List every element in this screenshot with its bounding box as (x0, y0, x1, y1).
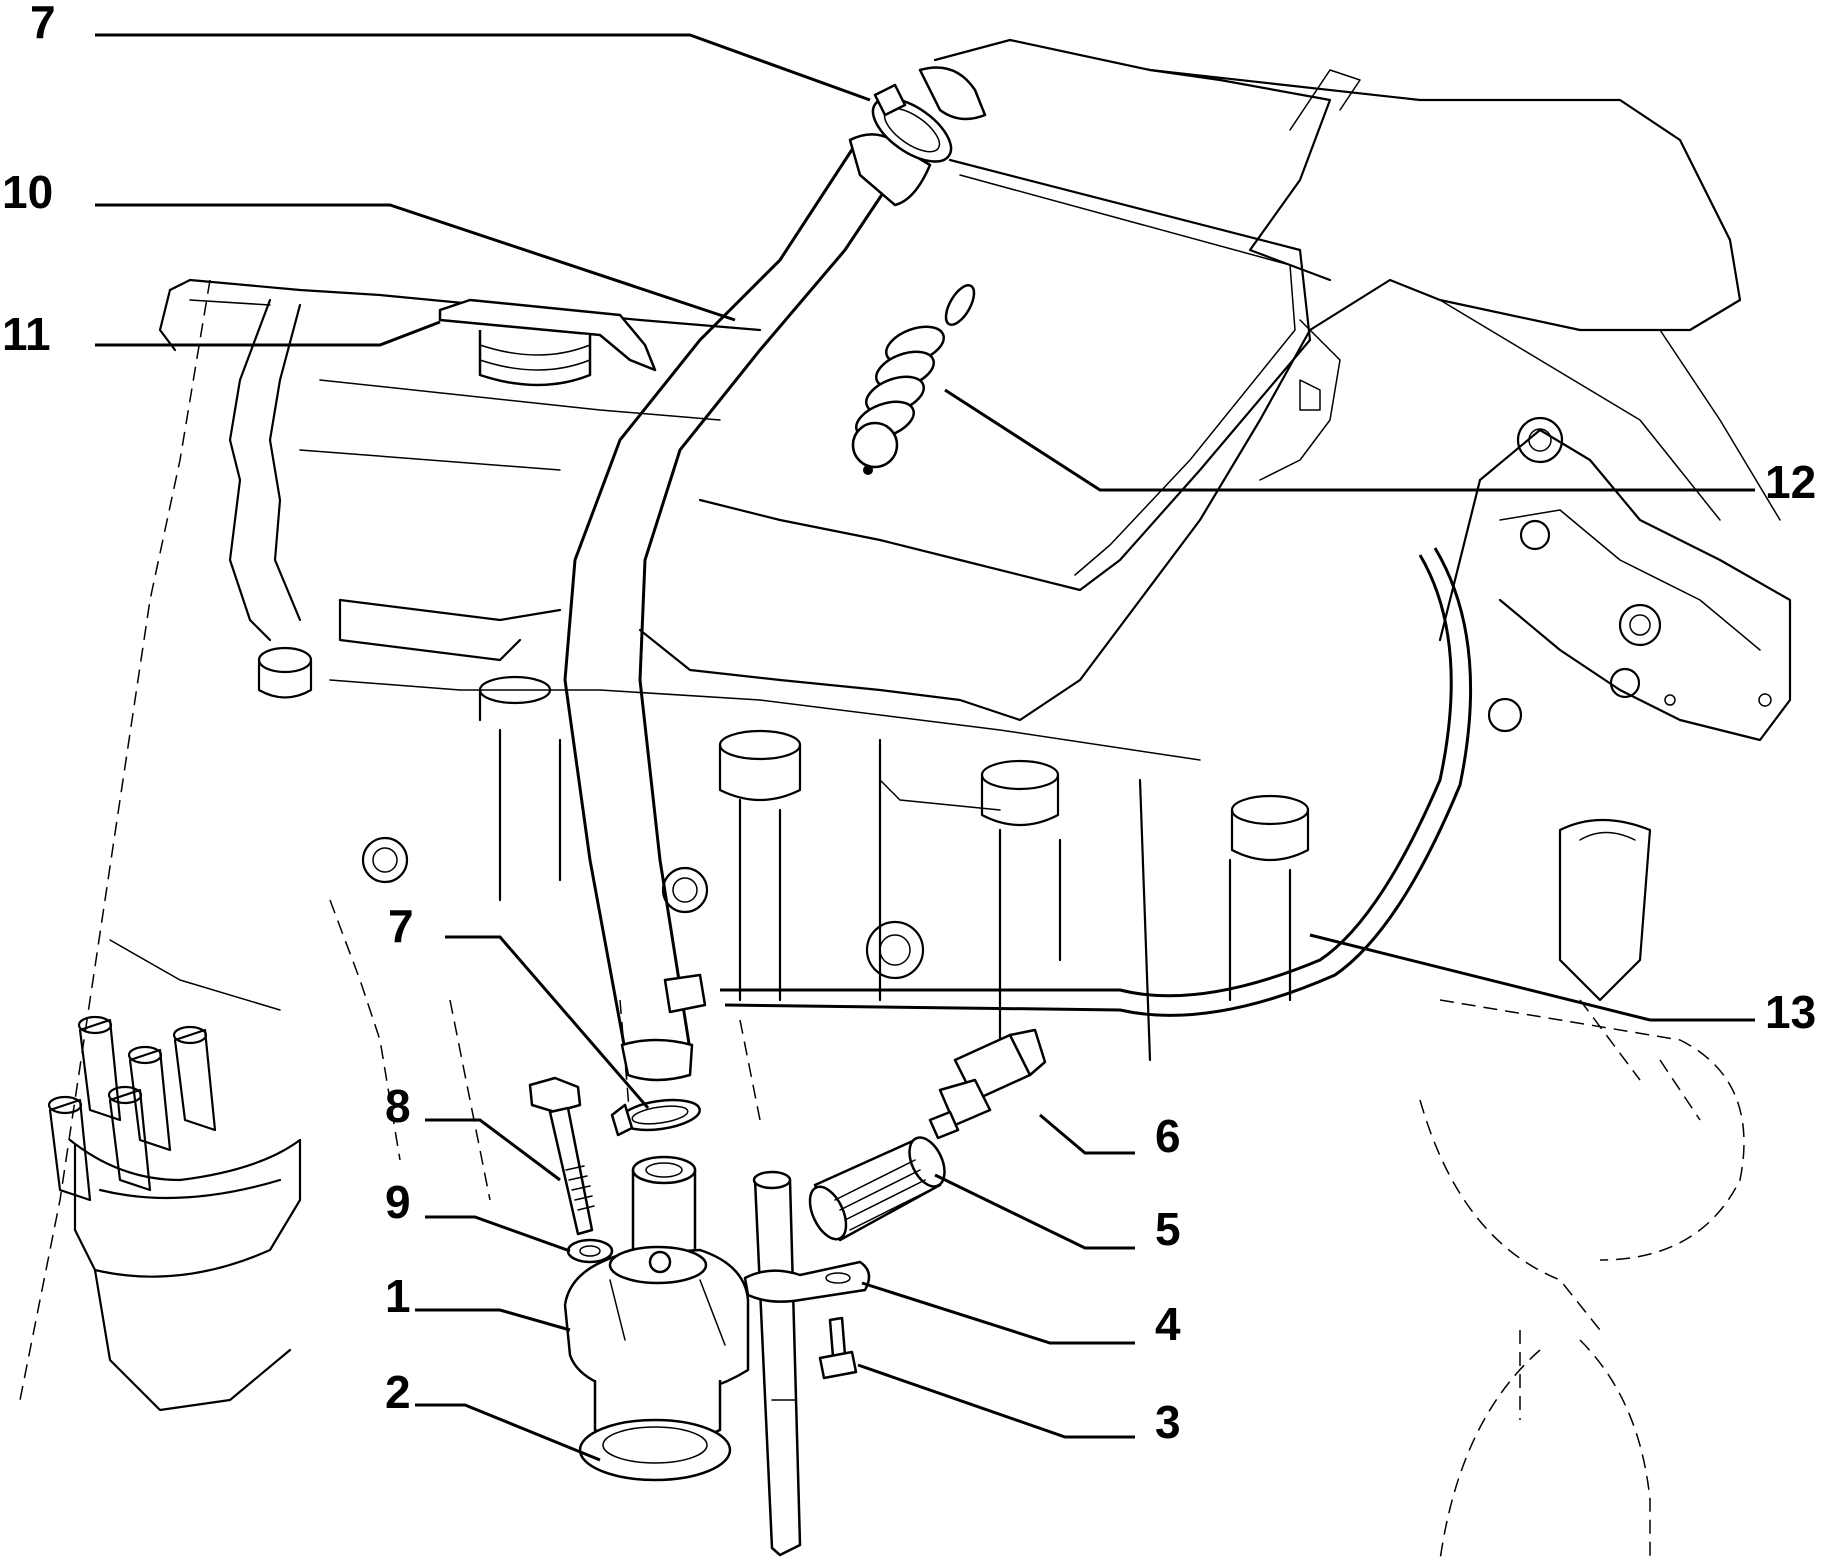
leader-11 (95, 320, 441, 347)
leader-10 (95, 203, 736, 322)
distributor-cap-tower (172, 1025, 217, 1132)
leader-4 (861, 1281, 1135, 1345)
leader-7-top (95, 33, 871, 102)
callout-4: 4 (1155, 1298, 1181, 1350)
filter-element (808, 1136, 946, 1242)
vacuum-hose (663, 547, 1473, 1017)
leader-6 (1039, 1113, 1135, 1155)
engine-block-outline (19, 38, 1792, 1561)
callout-13: 13 (1765, 986, 1816, 1038)
callout-6: 6 (1155, 1110, 1181, 1162)
callout-3: 3 (1155, 1396, 1181, 1448)
leader-3 (857, 1363, 1135, 1439)
callout-2: 2 (385, 1366, 411, 1418)
leader-1 (415, 1308, 571, 1332)
callout-12: 12 (1765, 456, 1816, 508)
leader-8 (425, 1118, 561, 1182)
callout-8: 8 (385, 1080, 411, 1132)
leader-13 (1309, 933, 1755, 1022)
callout-10: 10 (2, 166, 53, 218)
leader-2 (415, 1403, 601, 1462)
leader-9 (425, 1215, 571, 1253)
callout-9: 9 (385, 1176, 411, 1228)
distributor-cap-tower (107, 1085, 152, 1192)
callout-7-lower: 7 (388, 900, 414, 952)
leader-5 (934, 1173, 1135, 1250)
head-stud (980, 759, 1060, 827)
leader-12 (944, 388, 1755, 492)
hose-clamp-top (871, 66, 987, 163)
oil-separator (563, 1155, 750, 1447)
leader-7-lower (445, 935, 650, 1109)
screw (818, 1316, 858, 1380)
leader-lines (95, 33, 1755, 1462)
distributor-cap-tower (77, 1015, 122, 1122)
pressure-switch (928, 1028, 1047, 1140)
head-stud (1230, 794, 1310, 862)
distributor (47, 1015, 302, 1412)
oil-filler-cap (438, 298, 657, 387)
callout-11: 11 (2, 308, 51, 360)
hose-clamp-lower (610, 1098, 701, 1137)
distributor-cap-tower (127, 1045, 172, 1152)
head-stud (257, 646, 313, 699)
callout-labels: 7 10 11 12 7 13 8 6 9 5 1 4 2 3 (2, 0, 1816, 1448)
distributor-cap-tower (47, 1095, 92, 1202)
bolt (528, 1076, 595, 1236)
callout-7-top: 7 (30, 0, 56, 48)
breather-hose (563, 133, 932, 1082)
head-stud (718, 729, 802, 802)
gasket (578, 1418, 732, 1482)
callout-1: 1 (385, 1270, 411, 1322)
dipstick-tube (743, 1170, 871, 1557)
head-stud (478, 675, 552, 722)
washer (566, 1238, 614, 1264)
breather-valve (851, 284, 976, 475)
callout-5: 5 (1155, 1203, 1181, 1255)
